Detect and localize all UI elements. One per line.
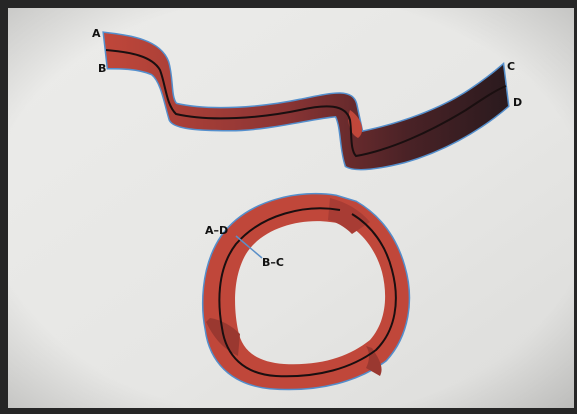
label-a: A: [92, 27, 101, 40]
label-d: D: [513, 96, 522, 109]
label-b-c: B–C: [262, 256, 284, 269]
label-a-d: A–D: [205, 224, 228, 237]
label-b: B: [98, 62, 106, 75]
label-c: C: [507, 60, 515, 73]
